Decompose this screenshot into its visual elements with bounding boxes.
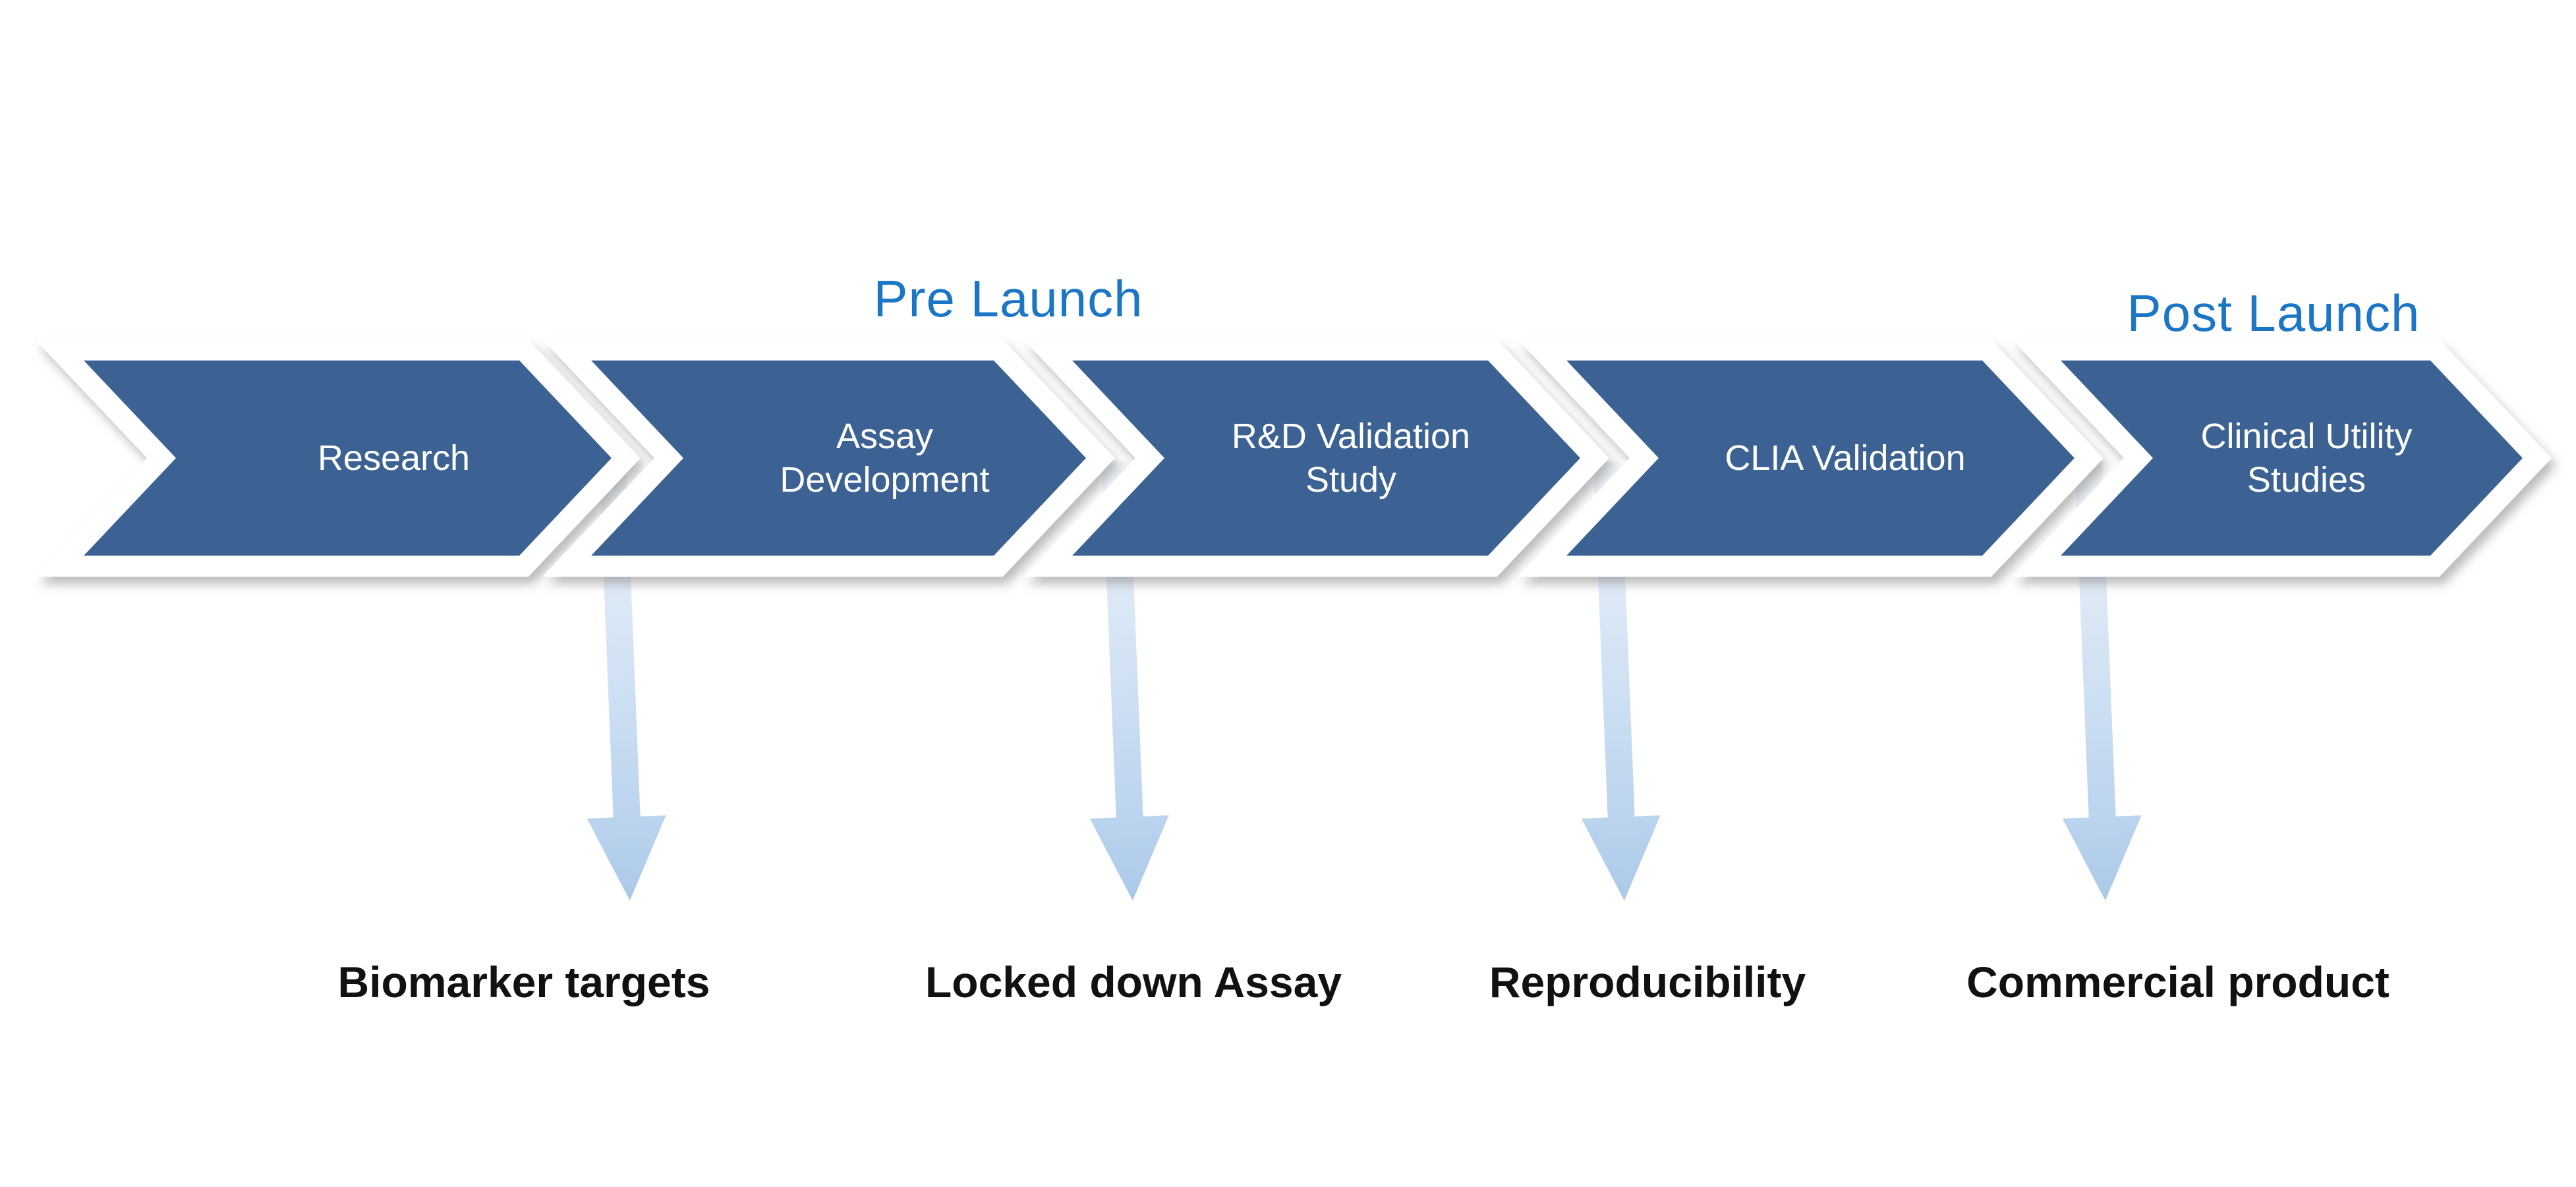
stage-label-research: Research	[317, 438, 471, 478]
milestone-label-locked-down-assay: Locked down Assay	[925, 958, 1342, 1006]
stage-label-assay-development: Assay Development	[780, 417, 990, 500]
stage-label-clinical-utility-studies: Clinical Utility Studies	[2200, 417, 2413, 500]
milestone-label-commercial-product: Commercial product	[1966, 958, 2390, 1006]
chevron-stage-assay-development	[542, 339, 1116, 577]
chevron-stage-clia-validation	[1517, 339, 2104, 577]
stage-label-rd-validation-study: R&D Validation Study	[1231, 417, 1471, 500]
phase-label-pre-launch: Pre Launch	[873, 270, 1143, 328]
chevron-stage-rd-validation-study	[1023, 339, 1610, 577]
phase-label-post-launch: Post Launch	[2127, 284, 2420, 342]
chevron-stage-clinical-utility-studies	[2011, 339, 2552, 577]
milestone-label-reproducibility: Reproducibility	[1489, 958, 1806, 1006]
chevron-stage-research	[34, 339, 641, 577]
milestone-label-biomarker-targets: Biomarker targets	[337, 958, 710, 1006]
stage-label-clia-validation: CLIA Validation	[1725, 438, 1966, 478]
